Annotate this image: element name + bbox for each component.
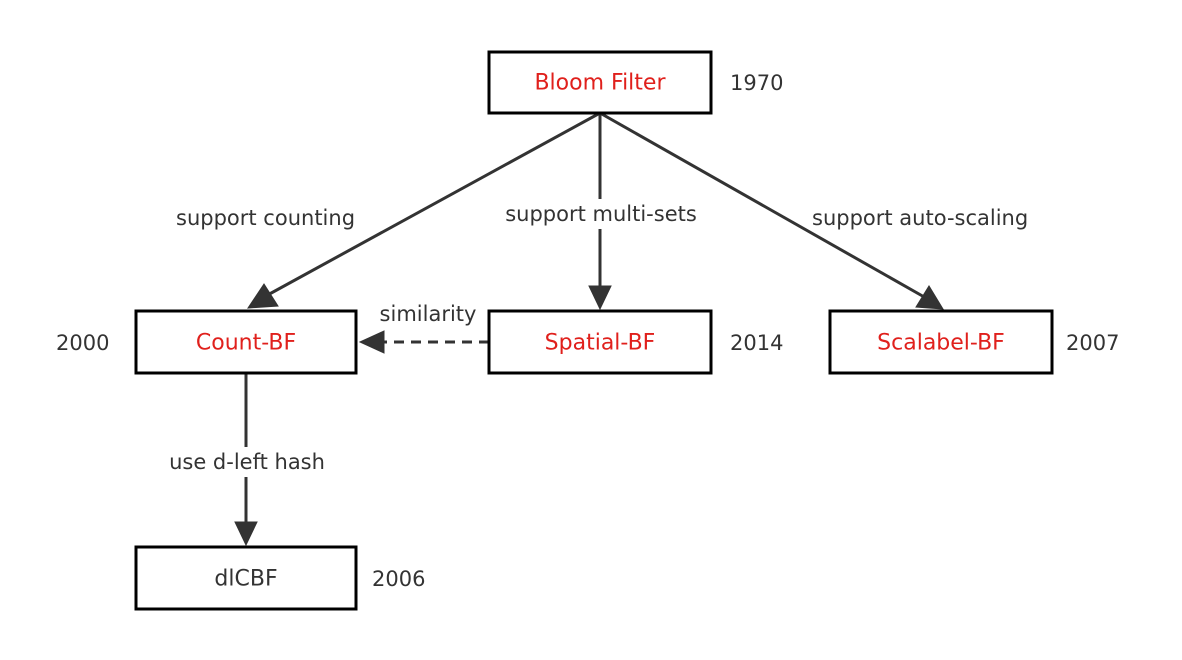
- node-box-spatial-bf: [487, 309, 713, 375]
- node-box-count-bf: [134, 309, 358, 375]
- edge-support-auto-scaling: [599, 111, 927, 300]
- node-label-bloom-filter: Bloom Filter: [534, 71, 666, 96]
- year-label-dlcbf: 2006: [372, 567, 425, 591]
- node-label-dlcbf: dlCBF: [214, 567, 277, 592]
- edge-label-use-d-left-hash: use d-left hash: [169, 450, 325, 474]
- edge-label-support-multi-sets: support multi-sets: [505, 202, 697, 226]
- arrowhead-dlcbf: [234, 521, 258, 547]
- node-bloom-filter: Bloom Filter: [487, 50, 713, 115]
- node-label-count-bf: Count-BF: [196, 331, 296, 356]
- year-label-count-bf: 2000: [56, 331, 109, 355]
- node-scalabel-bf: Scalabel-BF: [828, 309, 1054, 375]
- node-box-dlcbf: [134, 545, 358, 611]
- edge-labels: support counting support multi-sets supp…: [150, 199, 1028, 477]
- edge-label-similarity: similarity: [380, 302, 477, 326]
- node-dlcbf: dlCBF: [134, 545, 358, 611]
- node-box-bloom-filter: [487, 50, 713, 115]
- node-label-scalabel-bf: Scalabel-BF: [877, 331, 1005, 356]
- arrowhead-count-bf: [247, 283, 279, 309]
- node-box-scalabel-bf: [828, 309, 1054, 375]
- node-label-spatial-bf: Spatial-BF: [545, 331, 656, 356]
- arrowhead-scalabel-bf: [915, 285, 944, 310]
- arrowhead-similarity: [358, 330, 385, 354]
- year-label-spatial-bf: 2014: [730, 331, 783, 355]
- arrowhead-spatial-bf: [588, 285, 612, 311]
- edge-label-support-auto-scaling: support auto-scaling: [812, 206, 1028, 230]
- node-spatial-bf: Spatial-BF: [487, 309, 713, 375]
- edge-support-counting: [263, 111, 601, 299]
- node-count-bf: Count-BF: [134, 309, 358, 375]
- edge-label-bg-d-left-hash: [150, 447, 344, 477]
- edge-label-bg-multi-sets: [484, 199, 718, 229]
- year-label-bloom-filter: 1970: [730, 71, 783, 95]
- edge-label-support-counting: support counting: [176, 206, 355, 230]
- year-label-scalabel-bf: 2007: [1066, 331, 1119, 355]
